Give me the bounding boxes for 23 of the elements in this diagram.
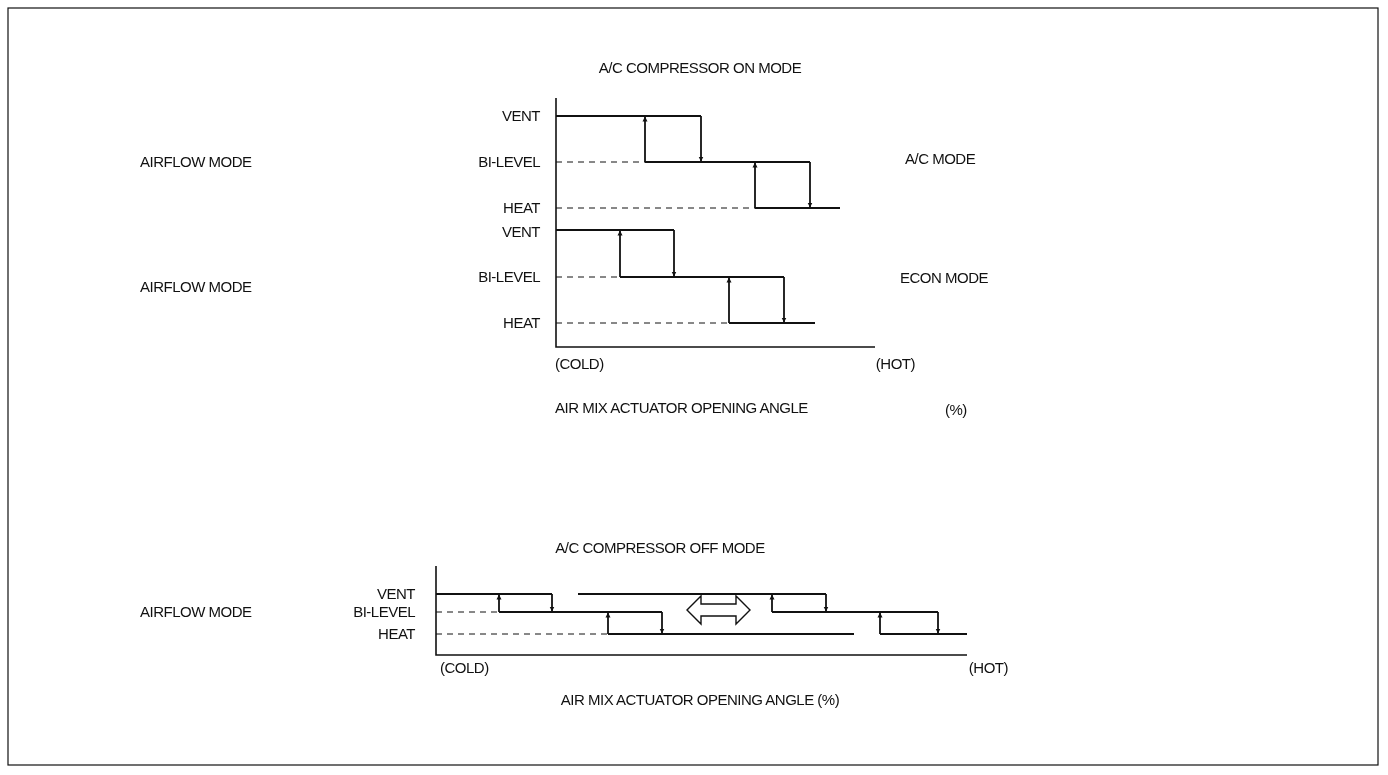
mode-label: ECON MODE xyxy=(900,269,988,287)
axis-level-label: VENT xyxy=(502,107,540,125)
axis-level-label: BI-LEVEL xyxy=(353,603,415,621)
axis-title: AIRFLOW MODE xyxy=(140,153,252,171)
axis-title: AIR MIX ACTUATOR OPENING ANGLE xyxy=(555,399,808,417)
axis-level-label: VENT xyxy=(502,223,540,241)
axis-level-label: HEAT xyxy=(503,314,540,332)
axis-end-label: (COLD) xyxy=(555,355,604,373)
axis-end-label: (COLD) xyxy=(440,659,489,677)
axis-level-label: BI-LEVEL xyxy=(478,153,540,171)
axis-title: AIR MIX ACTUATOR OPENING ANGLE (%) xyxy=(560,691,840,709)
axis-end-label: (HOT) xyxy=(875,355,915,373)
axis-level-label: BI-LEVEL xyxy=(478,268,540,286)
chart-title: A/C COMPRESSOR OFF MODE xyxy=(555,539,765,557)
axis-title: AIRFLOW MODE xyxy=(140,278,252,296)
axis-end-label: (HOT) xyxy=(968,659,1008,677)
axis-level-label: HEAT xyxy=(378,625,415,643)
mode-label: A/C MODE xyxy=(905,150,976,168)
chart-title: A/C COMPRESSOR ON MODE xyxy=(598,59,802,77)
axis-level-label: VENT xyxy=(377,585,415,603)
axis-title: AIRFLOW MODE xyxy=(140,603,252,621)
unit-label: (%) xyxy=(945,401,967,419)
axis-level-label: HEAT xyxy=(503,199,540,217)
